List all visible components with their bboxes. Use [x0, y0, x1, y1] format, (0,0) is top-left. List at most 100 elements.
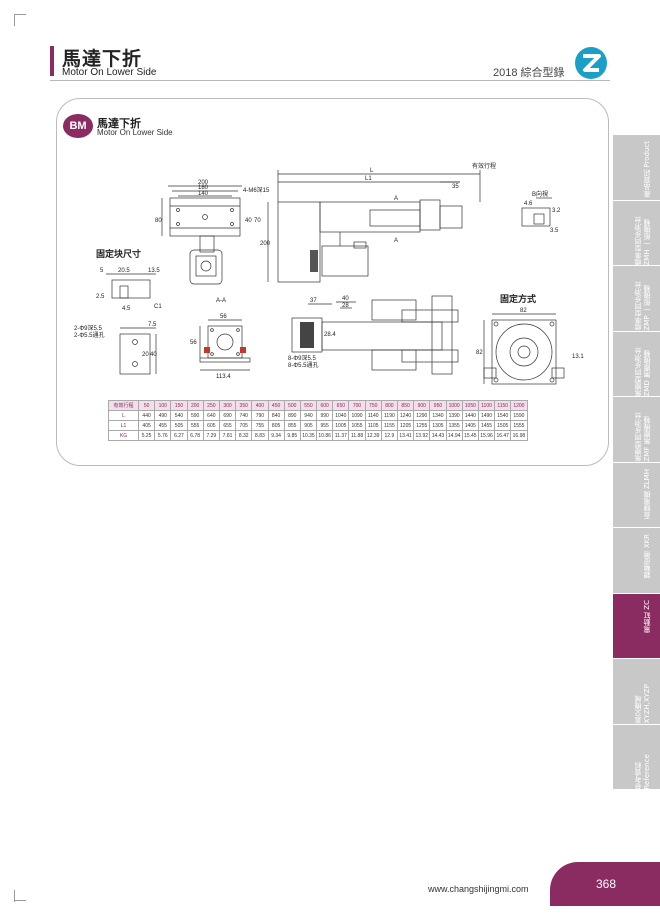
side-tab-4[interactable]: 無塵型同步滑台ZMF 無塵機種: [613, 397, 660, 463]
side-tab-1[interactable]: 標準型同步滑台ZMH 一般機種: [613, 200, 660, 266]
side-tab-label: 直線電機 ZLMH: [643, 468, 651, 519]
dim-82: 82: [520, 308, 527, 314]
dim-5: 5: [100, 268, 104, 274]
table-cell: 505: [170, 420, 188, 431]
side-tab-label: 電動缸 ZC: [643, 599, 651, 633]
table-cell: 655: [218, 420, 237, 431]
dim-13-5: 13.5: [148, 268, 160, 274]
table-header-cell: 500: [283, 400, 301, 411]
side-tab-label: 直交機械 XYZH,XYZP: [634, 684, 651, 724]
side-tab-5[interactable]: 直線電機 ZLMH: [613, 462, 660, 528]
crop-mark: [14, 14, 15, 26]
table-cell: 890: [283, 410, 301, 421]
dim-7-5: 7.5: [148, 322, 157, 328]
dim-82-side: 82: [476, 350, 483, 356]
hole-b: 2-Φ5.5通孔: [74, 331, 104, 339]
dim-28: 28: [342, 303, 349, 309]
page-subtitle: Motor On Lower Side: [62, 67, 157, 78]
page-title: 馬達下折: [62, 48, 143, 70]
table-cell: 955: [316, 420, 334, 431]
table-cell: 640: [202, 410, 220, 421]
dim-35: 35: [452, 184, 459, 190]
table-header-cell: 150: [170, 400, 188, 411]
side-tab-0[interactable]: 產品資訊 Product: [613, 135, 660, 201]
table-cell: 15.45: [461, 430, 479, 441]
table-row-label: L: [108, 410, 139, 421]
table-cell: 1040: [332, 410, 350, 421]
table-header-cell: 300: [218, 400, 237, 411]
table-header-cell: 1050: [461, 400, 479, 411]
table-cell: 1455: [477, 420, 496, 431]
dim-40-block: 40: [150, 352, 157, 358]
hole-note: 4-M6深15: [243, 186, 270, 194]
crop-mark: [14, 900, 26, 901]
side-tab-6[interactable]: 銀輪皮帶 XKR: [613, 528, 660, 594]
table-cell: 1405: [461, 420, 479, 431]
dim-200-side: 200: [260, 241, 271, 247]
side-tab-3[interactable]: 無塵型同步滑台ZMD 無塵機種: [613, 331, 660, 397]
table-cell: 905: [299, 420, 318, 431]
side-tab-label: 標準型同步滑台ZMH 一般機種: [634, 216, 651, 265]
dim-front-200: 200: [198, 180, 209, 186]
crop-mark: [14, 14, 26, 15]
section-A-top: A: [394, 196, 398, 202]
dim-front-180: 180: [198, 185, 209, 191]
side-tab-label: 銀輪皮帶 XKR: [643, 534, 651, 579]
table-header-cell: 750: [364, 400, 382, 411]
table-cell: 6.78: [186, 430, 204, 441]
table-cell: 1505: [494, 420, 512, 431]
table-cell: 12.39: [364, 430, 382, 441]
dim-4-5: 4.5: [122, 306, 131, 312]
dim-70: 70: [254, 218, 261, 224]
table-cell: 1140: [364, 410, 382, 421]
table-header-cell: 650: [332, 400, 350, 411]
table-cell: 440: [137, 410, 156, 421]
table-cell: 740: [235, 410, 253, 421]
brand-logo-icon: [575, 47, 607, 79]
table-cell: 1290: [413, 410, 431, 421]
table-header-cell: 550: [299, 400, 318, 411]
table-header-cell: 1100: [477, 400, 496, 411]
table-cell: 1205: [396, 420, 415, 431]
table-cell: 12.9: [380, 430, 399, 441]
section-subtitle: Motor On Lower Side: [97, 128, 173, 137]
website-url[interactable]: www.changshijingmi.com: [428, 884, 529, 894]
side-tab-2[interactable]: 標準型同步滑台ZMP 一般機種: [613, 266, 660, 332]
side-tab-7[interactable]: 電動缸 ZC: [613, 593, 660, 659]
dim-3-5: 3.5: [550, 228, 559, 234]
table-cell: 16.47: [494, 430, 512, 441]
table-cell: 540: [170, 410, 188, 421]
table-cell: 855: [283, 420, 301, 431]
side-tab-9[interactable]: 參考資料 Reference: [613, 724, 660, 790]
table-cell: 7.29: [202, 430, 220, 441]
dim-20-5: 20.5: [118, 268, 130, 274]
dim-113-4: 113.4: [216, 374, 231, 380]
b-view-label: B向視: [532, 190, 548, 198]
table-cell: 15.96: [477, 430, 496, 441]
dim-c1: C1: [154, 304, 162, 310]
hole-a: 2-Φ9深5.5: [74, 324, 102, 332]
table-cell: 1105: [364, 420, 382, 431]
table-cell: 490: [154, 410, 172, 421]
table-cell: 14.43: [429, 430, 447, 441]
dim-13-1: 13.1: [572, 354, 584, 360]
dim-56-side: 56: [190, 340, 197, 346]
table-cell: 805: [267, 420, 285, 431]
table-cell: 455: [154, 420, 172, 431]
table-cell: 1355: [445, 420, 463, 431]
table-cell: 10.35: [299, 430, 318, 441]
dim-80: 80: [155, 218, 162, 224]
header-divider: [50, 80, 610, 81]
table-cell: 1590: [510, 410, 528, 421]
table-cell: 1555: [510, 420, 528, 431]
table-cell: 840: [267, 410, 285, 421]
side-tab-8[interactable]: 直交機械 XYZH,XYZP: [613, 659, 660, 725]
table-cell: 590: [186, 410, 204, 421]
table-cell: 1090: [348, 410, 366, 421]
dim-28-4: 28.4: [324, 332, 336, 338]
dim-4-6: 4.6: [524, 201, 533, 207]
table-header-cell: 450: [267, 400, 285, 411]
table-cell: 1005: [332, 420, 350, 431]
